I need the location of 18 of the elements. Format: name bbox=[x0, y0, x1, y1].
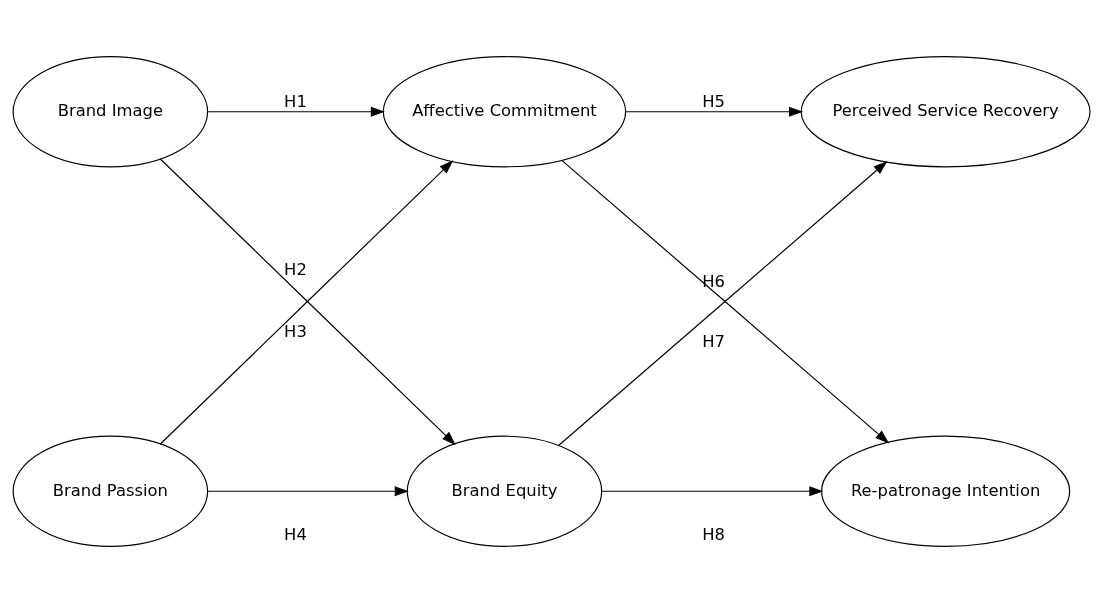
edge-label: H3 bbox=[284, 321, 307, 341]
edge-label: H1 bbox=[284, 92, 307, 112]
node-ellipse: Brand Equity bbox=[406, 435, 603, 547]
edge-label: H5 bbox=[702, 92, 725, 112]
node-ellipse: Brand Passion bbox=[12, 435, 209, 547]
node-ellipse: Brand Image bbox=[12, 56, 209, 168]
node-ellipse: Re-patronage Intention bbox=[820, 435, 1071, 547]
edge-label: H7 bbox=[702, 332, 725, 352]
node-ellipse: Perceived Service Recovery bbox=[800, 56, 1091, 168]
edge-label: H8 bbox=[702, 524, 725, 544]
edge-label: H4 bbox=[284, 524, 307, 544]
node-ellipse: Affective Commitment bbox=[382, 56, 627, 168]
arrow bbox=[207, 106, 385, 117]
arrow bbox=[625, 106, 804, 117]
edge-label: H6 bbox=[702, 271, 725, 291]
arrow bbox=[601, 486, 824, 497]
arrow bbox=[207, 486, 409, 497]
edge-label: H2 bbox=[284, 259, 307, 279]
